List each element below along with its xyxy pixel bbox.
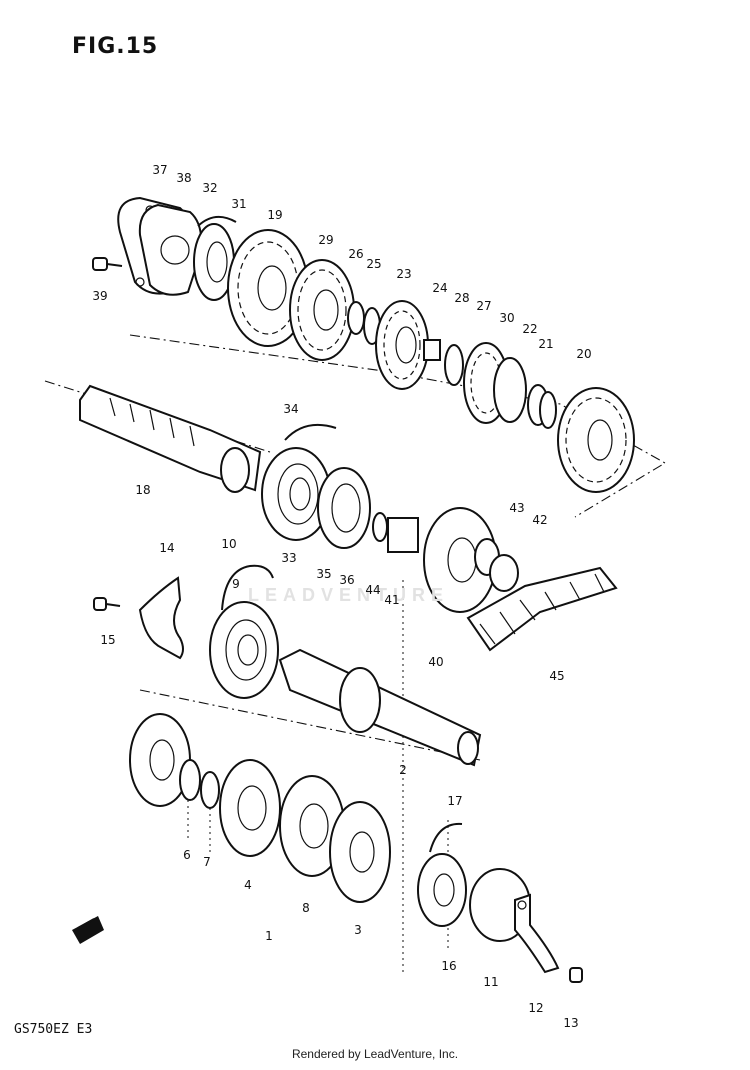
callout-3[interactable]: 3 [354,923,362,937]
callout-29[interactable]: 29 [318,233,334,247]
countershaft-axis-line [129,334,667,518]
circlip-34 [284,424,337,441]
washer-6 [179,759,201,801]
gear-29 [289,259,355,361]
circlip-7 [200,771,220,809]
washer-43-nut-42 [474,538,519,592]
callout-45[interactable]: 45 [549,669,565,683]
fwd-arrow-icon [72,916,104,944]
drive-chain-45 [466,566,618,652]
callout-44[interactable]: 44 [365,583,381,597]
callout-18[interactable]: 18 [135,483,151,497]
gear-23 [375,300,429,390]
gear-20 [557,387,635,493]
callout-34[interactable]: 34 [283,402,299,416]
bearing-33 [261,447,331,541]
washer-26 [347,301,365,335]
screw-39 [92,257,123,271]
callout-15[interactable]: 15 [100,633,116,647]
callout-16[interactable]: 16 [441,959,457,973]
callout-10[interactable]: 10 [221,537,237,551]
callout-31[interactable]: 31 [231,197,247,211]
callout-33[interactable]: 33 [281,551,297,565]
callout-4[interactable]: 4 [244,878,252,892]
callout-32[interactable]: 32 [202,181,218,195]
callout-11[interactable]: 11 [483,975,499,989]
o-ring-44 [372,512,388,542]
oil-seal-35-36 [317,467,371,549]
callout-40[interactable]: 40 [428,655,444,669]
gear-4 [219,759,281,857]
callout-23[interactable]: 23 [396,267,412,281]
watermark: LEADVENTURE [248,585,450,605]
callout-12[interactable]: 12 [528,1001,544,1015]
callout-25[interactable]: 25 [366,257,382,271]
bearing-16 [417,853,467,927]
callout-20[interactable]: 20 [576,347,592,361]
callout-21[interactable]: 21 [538,337,554,351]
screw-13 [569,967,583,983]
callout-17[interactable]: 17 [447,794,463,808]
circlip-17 [429,822,463,853]
bearing-9 [209,601,279,699]
callout-26[interactable]: 26 [348,247,364,261]
model-code: GS750EZ E3 [14,1022,93,1037]
bracket-12 [514,893,560,974]
callout-2[interactable]: 2 [399,763,407,777]
callout-42[interactable]: 42 [532,513,548,527]
callout-13[interactable]: 13 [563,1016,579,1030]
countershaft-18 [79,384,262,493]
screw-15 [93,597,121,611]
credit-line: Rendered by LeadVenture, Inc. [291,1047,459,1061]
gear-30 [493,357,527,423]
circlip-10 [221,564,274,611]
callout-22[interactable]: 22 [522,322,538,336]
callout-9[interactable]: 9 [232,577,240,591]
callout-41[interactable]: 41 [384,593,400,607]
lower-axis-line [139,689,481,761]
callout-19[interactable]: 19 [267,208,283,222]
gasket-38 [138,203,203,296]
washer-21 [539,391,557,429]
callout-27[interactable]: 27 [476,299,492,313]
callout-43[interactable]: 43 [509,501,525,515]
gear-3 [329,801,391,903]
callout-7[interactable]: 7 [203,855,211,869]
spacer-41 [387,517,419,553]
callout-1[interactable]: 1 [265,929,273,943]
circlip-32 [197,215,237,227]
callout-37[interactable]: 37 [152,163,168,177]
callout-36[interactable]: 36 [339,573,355,587]
bushing-24 [423,339,441,361]
callout-8[interactable]: 8 [302,901,310,915]
callout-14[interactable]: 14 [159,541,175,555]
washer-28 [444,344,464,386]
plate-14 [138,576,184,660]
callout-28[interactable]: 28 [454,291,470,305]
callout-39[interactable]: 39 [92,289,108,303]
callout-35[interactable]: 35 [316,567,332,581]
callout-30[interactable]: 30 [499,311,515,325]
driveshaft-2 [278,648,482,767]
callout-6[interactable]: 6 [183,848,191,862]
figure-title: FIG.15 [72,34,159,59]
callout-24[interactable]: 24 [432,281,448,295]
callout-38[interactable]: 38 [176,171,192,185]
